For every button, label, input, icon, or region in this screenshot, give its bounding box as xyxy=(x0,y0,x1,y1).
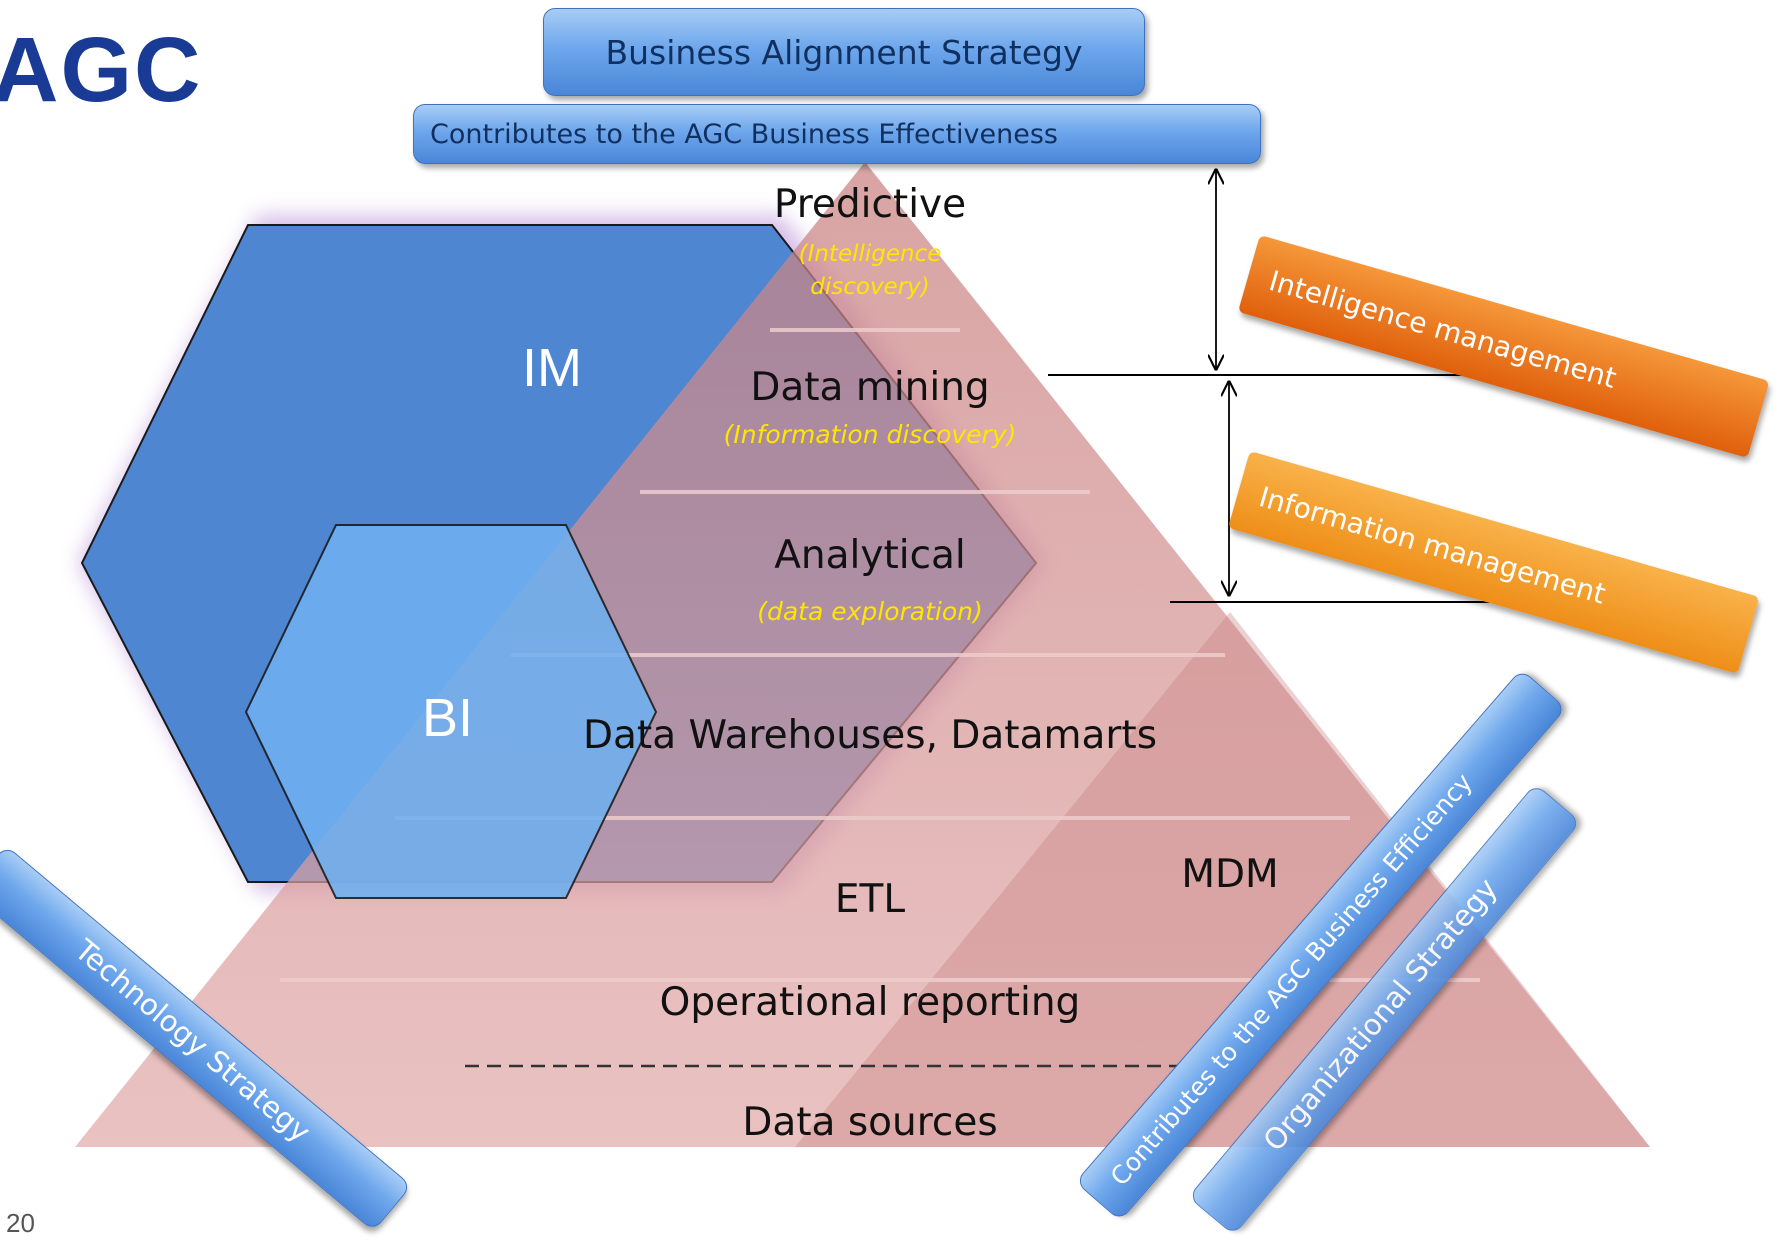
tier-analytical-label: Analytical xyxy=(774,533,966,578)
bi-label: BI xyxy=(422,688,474,748)
tier-predictive-sub: (Intelligence discovery) xyxy=(798,241,942,300)
tier-predictive-label: Predictive xyxy=(773,182,967,227)
tier-data-mining-sub: (Information discovery) xyxy=(723,420,1017,449)
business-effectiveness-banner: Contributes to the AGC Business Effectiv… xyxy=(413,104,1261,164)
business-alignment-strategy-label: Business Alignment Strategy xyxy=(605,32,1083,72)
tier-data-warehouses-label: Data Warehouses, Datamarts xyxy=(582,713,1158,758)
pyramid-right-overlay xyxy=(795,612,1650,1147)
tier-operational-reporting-label: Operational reporting xyxy=(659,980,1081,1025)
im-label: IM xyxy=(522,338,582,398)
tier-data-sources-label: Data sources xyxy=(742,1100,998,1145)
mdm-label: MDM xyxy=(1181,852,1279,897)
agc-logo: AGC xyxy=(0,19,203,121)
tier-etl-label: ETL xyxy=(834,877,906,922)
page-number: 20 xyxy=(6,1208,35,1238)
business-effectiveness-label: Contributes to the AGC Business Effectiv… xyxy=(430,118,1059,150)
business-alignment-strategy-banner: Business Alignment Strategy xyxy=(543,8,1145,96)
bi-hexagon xyxy=(244,524,658,899)
tier-analytical-sub: (data exploration) xyxy=(757,597,983,626)
tier-data-mining-label: Data mining xyxy=(750,365,990,410)
